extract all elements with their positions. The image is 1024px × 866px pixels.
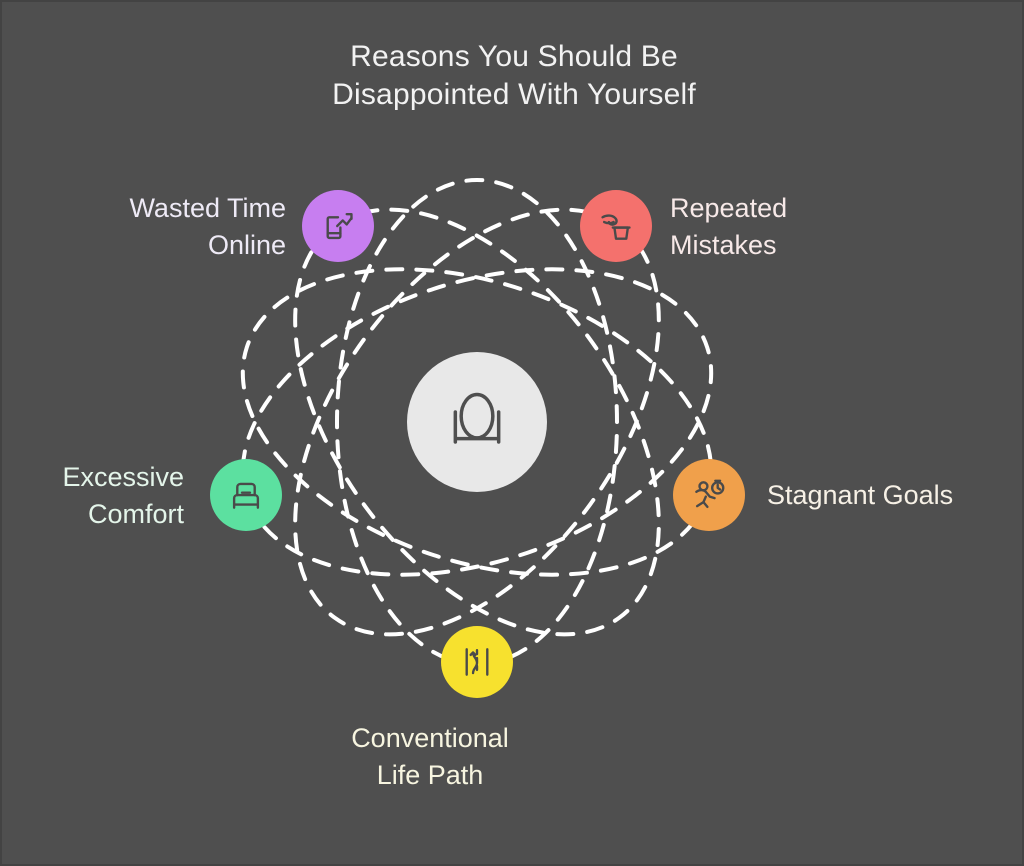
node-excessive-comfort[interactable] [210, 459, 282, 531]
node-wasted-time-online[interactable] [302, 190, 374, 262]
label-excessive-comfort: Excessive Comfort [62, 462, 184, 529]
phone-arrow-up-icon [319, 207, 357, 245]
armchair-icon [227, 476, 265, 514]
hand-trash-icon [597, 207, 635, 245]
node-conventional-life-path[interactable] [441, 626, 513, 698]
node-repeated-mistakes[interactable] [580, 190, 652, 262]
label-wasted-time-online: Wasted Time Online [129, 193, 286, 260]
mirror-icon [437, 382, 517, 462]
label-repeated-mistakes: Repeated Mistakes [670, 193, 788, 260]
center-node[interactable] [407, 352, 547, 492]
node-stagnant-goals[interactable] [673, 459, 745, 531]
page-title: Reasons You Should Be Disappointed With … [332, 40, 696, 111]
road-lane-arrow-icon [458, 643, 496, 681]
label-stagnant-goals: Stagnant Goals [767, 480, 954, 510]
runner-stopwatch-icon [690, 476, 728, 514]
label-conventional-life-path: Conventional Life Path [351, 723, 509, 790]
